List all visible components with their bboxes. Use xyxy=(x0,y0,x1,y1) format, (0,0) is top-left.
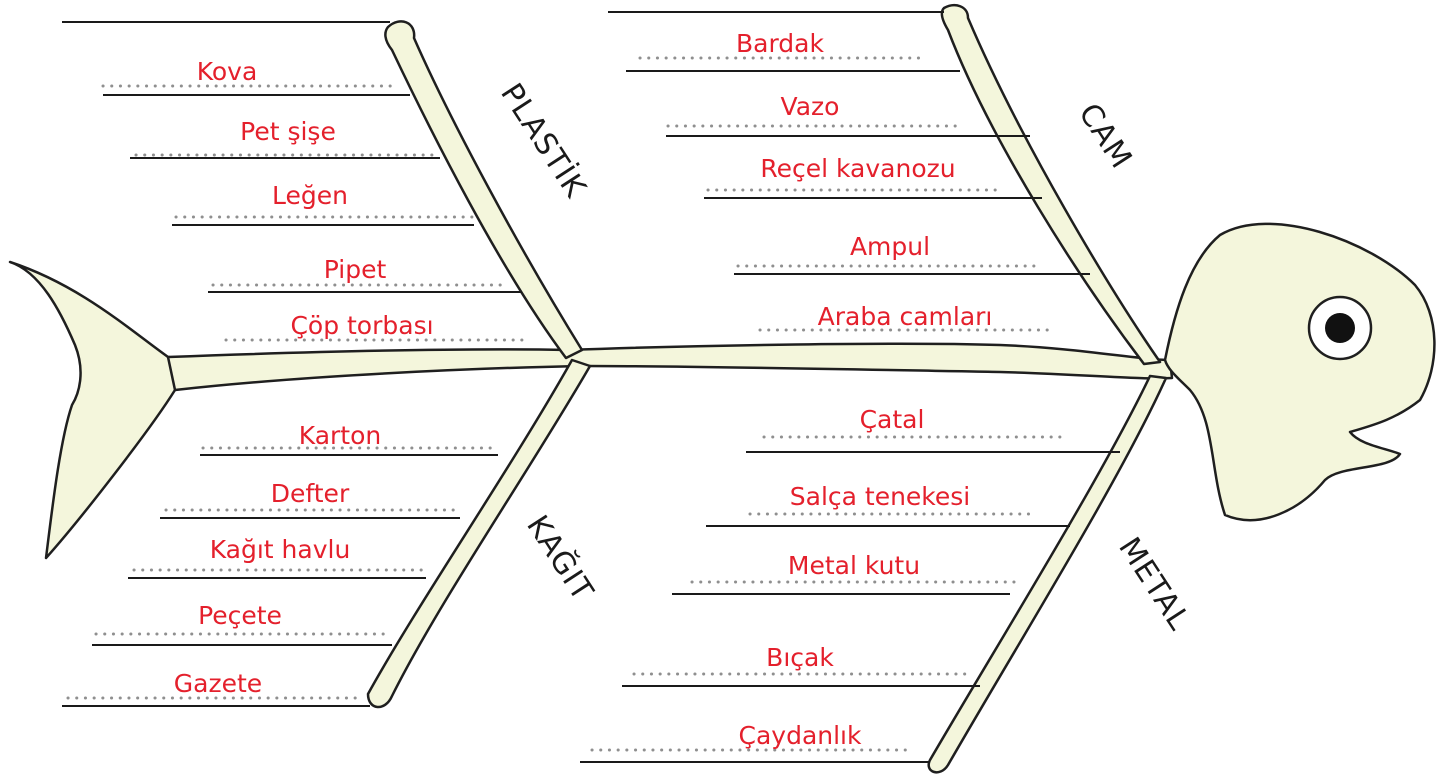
metal-item-5: Çaydanlık xyxy=(739,721,862,750)
plastik-item-3: Leğen xyxy=(272,181,348,210)
fish-tail xyxy=(8,260,312,560)
category-kagit: KAĞIT xyxy=(519,508,602,607)
bone-metal xyxy=(927,374,1168,774)
cam-item-3: Reçel kavanozu xyxy=(760,154,955,183)
kagit-item-5: Gazete xyxy=(174,669,262,698)
bone-cam xyxy=(940,4,1162,366)
kagit-item-4: Peçete xyxy=(198,601,282,630)
bone-plastik xyxy=(384,20,584,360)
plastik-item-5: Çöp torbası xyxy=(290,311,433,340)
cam-item-2: Vazo xyxy=(781,92,840,121)
category-metal: METAL xyxy=(1111,531,1196,637)
kagit-item-2: Defter xyxy=(271,479,350,508)
kagit-item-1: Karton xyxy=(299,421,382,450)
category-cam: CAM xyxy=(1071,97,1139,175)
cam-item-5: Araba camları xyxy=(818,302,993,331)
plastik-item-4: Pipet xyxy=(324,255,387,284)
metal-item-4: Bıçak xyxy=(766,643,834,672)
metal-item-2: Salça tenekesi xyxy=(790,482,971,511)
plastik-item-1: Kova xyxy=(197,57,258,86)
fish-head xyxy=(1163,222,1436,522)
bone-kagit xyxy=(366,358,592,709)
metal-item-3: Metal kutu xyxy=(788,551,920,580)
cam-item-4: Ampul xyxy=(850,232,930,261)
fish-spine xyxy=(166,342,1174,392)
fish-eye-pupil xyxy=(1325,313,1355,343)
plastik-item-2: Pet şişe xyxy=(240,117,336,146)
cam-item-1: Bardak xyxy=(736,29,824,58)
category-plastik: PLASTİK xyxy=(493,77,594,205)
metal-item-1: Çatal xyxy=(860,405,925,434)
kagit-item-3: Kağıt havlu xyxy=(210,535,351,564)
